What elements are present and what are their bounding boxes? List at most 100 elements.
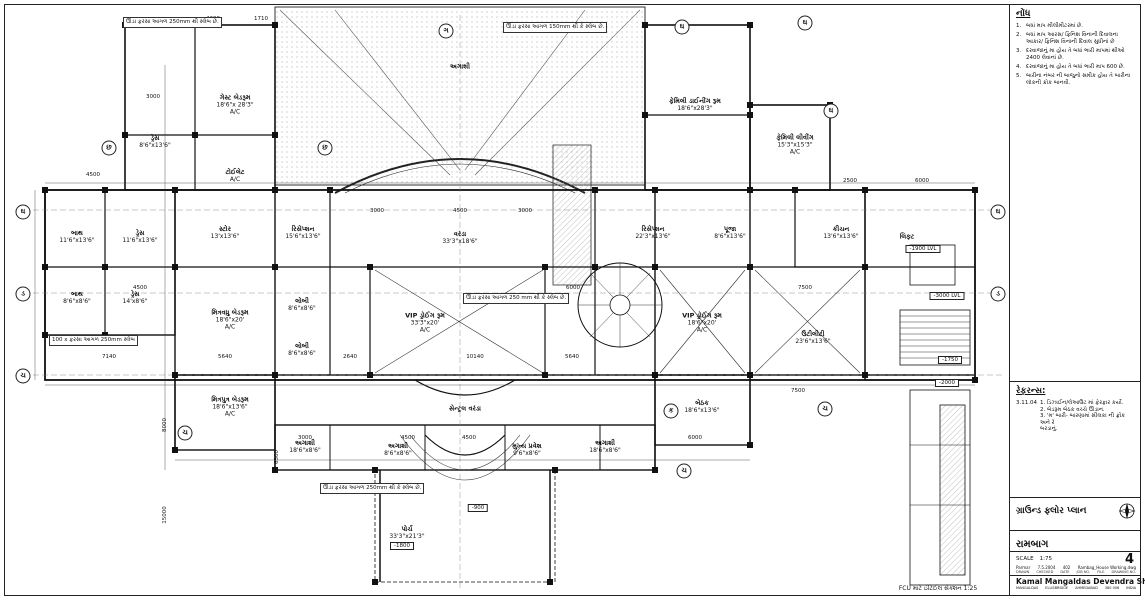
note-item: 4.દરવાજાનું મા હોય તે બધાં ભારી માપ 600 … — [1016, 64, 1136, 71]
plan-note-slab-bottom: ઊંડા ફરસા આગળ 250mm થી કે સ્લેબ છે. — [320, 483, 425, 494]
terrace-diagonal — [279, 9, 451, 176]
divider — [1010, 381, 1140, 382]
dim: 4500 — [133, 285, 147, 291]
room-central-verandah: સેન્ટ્રલ વરંડા — [448, 404, 482, 413]
column — [102, 187, 108, 193]
column — [372, 579, 378, 585]
grid-bubble-right-4: ઘ — [823, 103, 839, 119]
dim: 6500 — [274, 450, 280, 464]
room-lobby: લોબી8'6"x8'6" — [288, 297, 316, 313]
dim: 10140 — [466, 354, 484, 360]
note-item: 1.બધાં માપ મીલીમીટરમાં છે. — [1016, 23, 1136, 30]
revision-text: બરડાનું. — [1040, 426, 1058, 432]
column — [327, 187, 333, 193]
scale-value: 1:75 — [1039, 556, 1052, 562]
right-wing-family — [749, 104, 831, 191]
grid-bubble-mid: છ — [317, 140, 333, 156]
central-arc-top — [414, 379, 516, 396]
revision-row: 2. બેડરૂમ બેઠક વચ્ચે ઊડાન. — [1016, 407, 1136, 414]
note-item: 3.દરવાજાનું મા હોય તે બધાં ભારી માપમાં થ… — [1016, 48, 1136, 62]
meta-label: CHECKED — [1036, 570, 1054, 574]
stair-block-hatch — [552, 144, 592, 286]
column — [172, 447, 178, 453]
meta-label: DATE — [1060, 570, 1070, 574]
plan-note-slab-top: ઊંડા ફરસા આગળ 150mm થી કે સ્લેબ છે. — [503, 22, 608, 33]
column — [652, 372, 658, 378]
room-terrace-bl: અગાશી18'6"x8'6" — [289, 439, 321, 455]
revision-text: 2. બેડરૂમ બેઠક વચ્ચે ઊડાન. — [1040, 406, 1105, 413]
level-tag: -3000 LVL — [929, 292, 965, 300]
dim: 4500 — [453, 208, 467, 214]
revision-date: 3.11.04 — [1016, 400, 1037, 406]
column — [272, 187, 278, 193]
grid-bubble-bottom-2: ચ — [676, 463, 692, 479]
column — [747, 187, 753, 193]
dim: 2500 — [843, 178, 857, 184]
meta-file: Rambag_House Working.dwg — [1077, 565, 1136, 570]
divider — [1010, 530, 1140, 531]
column — [272, 264, 278, 270]
level-tag: -1900 LVL — [905, 245, 941, 253]
dim: 3000 — [518, 208, 532, 214]
meta-label: DRAWING NO. — [1111, 570, 1136, 574]
column — [552, 467, 558, 473]
divider — [1010, 575, 1140, 576]
dimension-lines — [34, 65, 975, 470]
meta-job: 402 — [1062, 565, 1071, 570]
main-building-outline — [44, 189, 976, 381]
dim: 15000 — [162, 506, 168, 524]
room-utility: ઉટીલીટી23'6"x13'6" — [795, 330, 831, 346]
column — [272, 22, 278, 28]
level-tag: -900 — [467, 504, 489, 512]
grid-bubble-left-2: ડ — [15, 286, 31, 302]
column — [172, 264, 178, 270]
dim: 6000 — [688, 435, 702, 441]
column — [42, 264, 48, 270]
drawing-meta-labels: DRAWN CHECKED DATE JOB NO. FILE DRAWING … — [1016, 570, 1136, 574]
note-text: દરવાજાનું મા હોય તે બધાં ભારી માપ 600 છે… — [1026, 64, 1125, 70]
floor-plan: ગ ઘ ઘ ઘ ડ ચ છ છ ઘ ડ ચ ઘ ચ ચ ક અગાશી ગેસ્… — [5, 5, 1010, 595]
sheet-number: 4 — [1124, 552, 1134, 567]
column — [542, 372, 548, 378]
column — [102, 264, 108, 270]
grid-bubble-left-1: ઘ — [15, 204, 31, 220]
column — [747, 22, 753, 28]
column — [367, 372, 373, 378]
column — [272, 372, 278, 378]
column — [367, 264, 373, 270]
column — [747, 372, 753, 378]
meta-date: 7.5.2004 — [1037, 565, 1056, 570]
dim: 5640 — [565, 354, 579, 360]
note-text: બધાં માપ મીલીમીટરમાં છે. — [1026, 23, 1084, 29]
note-text: બારીના નંબર ની બાજુનો સમીક હોય તે બારીના… — [1026, 73, 1131, 86]
drawing-sheet: ગ ઘ ઘ ઘ ડ ચ છ છ ઘ ડ ચ ઘ ચ ચ ક અગાશી ગેસ્… — [4, 4, 1145, 596]
revision-date — [1016, 426, 1040, 433]
grid-bubble-top-1: ગ — [438, 23, 454, 39]
fcu-section-label: FCU માટે ઇીટેઈલ સેક્શન 1:25 — [898, 585, 978, 592]
note-number: 2. — [1016, 32, 1022, 38]
column — [652, 264, 658, 270]
grid-bubble-right-1: ઘ — [990, 204, 1006, 220]
plan-note-slab-tl: ઊંડા ફરસા આગળ 250mm થી સ્લેબ છે. — [123, 17, 222, 28]
notes-title: નોંધ — [1016, 9, 1031, 19]
column — [972, 377, 978, 383]
firm-address-part: ELLISBRIDGE — [1045, 586, 1069, 590]
column — [862, 264, 868, 270]
north-arrow-icon — [1118, 503, 1136, 519]
notes-section: નોંધ 1.બધાં માપ મીલીમીટરમાં છે. 2. બધાં મા… — [1016, 9, 1136, 89]
dim: 7500 — [791, 388, 805, 394]
revision-date — [1016, 413, 1040, 426]
revision-text: 3. 'મ' બારી- બારણામાં સીલકા ની ફ્રોંક અન… — [1040, 413, 1126, 426]
column — [862, 187, 868, 193]
column — [372, 467, 378, 473]
left-bath-block — [44, 189, 176, 336]
column — [592, 187, 598, 193]
